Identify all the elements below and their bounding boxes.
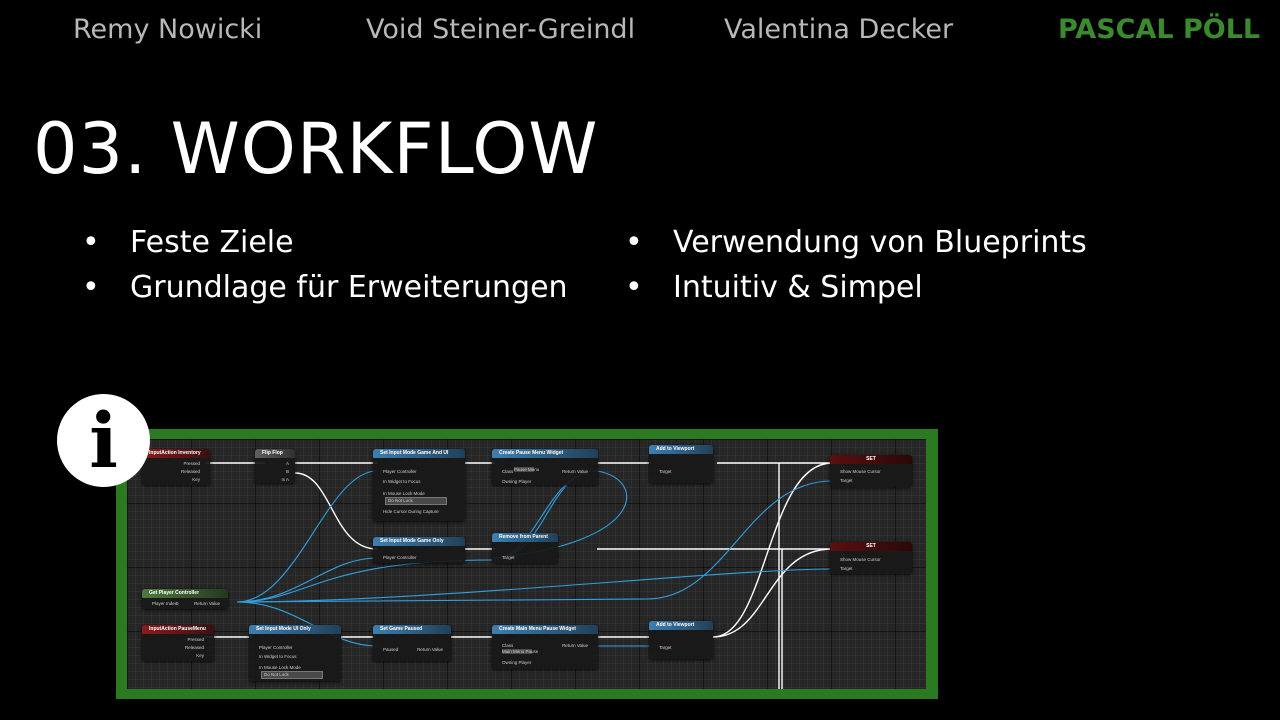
pin-a[interactable]: A [285,461,289,466]
pin-released[interactable]: Released [180,469,200,474]
player-index-value[interactable]: 0 [176,601,179,606]
bullet-item: Intuitiv & Simpel [625,265,1087,310]
node-title: Set Input Mode Game Only [373,537,465,546]
node-create-main-menu-pause-widget[interactable]: Create Main Menu Pause Widget Class Main… [492,625,598,669]
pin-pressed[interactable]: Pressed [183,461,200,466]
node-title: InputAction Inventory [142,449,210,458]
pin-player-index[interactable]: Player Index [152,601,178,606]
node-remove-from-parent[interactable]: Remove from Parent Target [492,533,558,563]
pin-class[interactable]: Class [502,469,514,474]
class-dropdown[interactable]: Main Menu Pause [502,649,539,654]
node-flip-flop[interactable]: Flip Flop A B Is A [255,449,295,483]
pin-key[interactable]: Key [196,653,204,658]
node-add-to-viewport-2[interactable]: Add to Viewport Target [649,621,713,659]
pin-pressed[interactable]: Pressed [187,637,204,642]
pin-show-mouse-cursor[interactable]: Show Mouse Cursor [840,469,881,474]
node-title: SET [830,542,912,551]
node-set-input-mode-ui-only[interactable]: Set Input Mode UI Only Player Controller… [249,625,341,681]
node-title: Flip Flop [255,449,295,458]
pin-released[interactable]: Released [184,645,204,650]
pin-is-a[interactable]: Is A [281,477,289,482]
node-title: Get Player Controller [142,589,228,598]
pin-key[interactable]: Key [192,477,200,482]
node-title: Create Main Menu Pause Widget [492,625,598,634]
nav-void-steiner-greindl[interactable]: Void Steiner-Greindl [366,14,636,45]
pin-show-mouse-cursor[interactable]: Show Mouse Cursor [840,557,881,562]
pin-return-value[interactable]: Return Value [194,601,220,606]
node-title: SET [830,455,912,464]
node-title: InputAction PauseMenu [142,625,214,634]
class-dropdown[interactable]: Pause Menu [514,467,540,472]
pin-target[interactable]: Target [659,645,672,650]
pin-return-value[interactable]: Return Value [417,647,443,652]
pin-target[interactable]: Target [840,566,853,571]
bullet-item: Verwendung von Blueprints [625,220,1087,265]
pin-in-mouse-lock-mode[interactable]: In Mouse Lock Mode [259,665,301,670]
pin-return-value[interactable]: Return Value [562,469,588,474]
pin-target[interactable]: Target [840,478,853,483]
node-create-pause-menu-widget[interactable]: Create Pause Menu Widget Class Pause Men… [492,449,598,485]
node-inputaction-inventory[interactable]: InputAction Inventory Pressed Released K… [142,449,210,485]
pin-return-value[interactable]: Return Value [562,643,588,648]
node-set-input-mode-game-and-ui[interactable]: Set Input Mode Game And UI Player Contro… [373,449,465,521]
info-glyph: i [89,396,118,485]
node-set-input-mode-game-only[interactable]: Set Input Mode Game Only Player Controll… [373,537,465,563]
node-title: Set Input Mode UI Only [249,625,341,634]
node-set-game-paused[interactable]: Set Game Paused Paused Return Value [373,625,451,661]
node-get-player-controller[interactable]: Get Player Controller Player Index 0 Ret… [142,589,228,609]
node-title: Remove from Parent [492,533,558,542]
bullet-item: Feste Ziele [82,220,568,265]
pin-target[interactable]: Target [659,469,672,474]
nav-valentina-decker[interactable]: Valentina Decker [724,14,954,45]
blueprint-screenshot-frame: InputAction Inventory Pressed Released K… [116,429,938,699]
node-title: Add to Viewport [649,621,713,630]
pin-hide-cursor[interactable]: Hide Cursor During Capture [383,509,439,514]
node-set-1[interactable]: SET Show Mouse Cursor Target [830,455,912,487]
node-inputaction-pausemenu[interactable]: InputAction PauseMenu Pressed Released K… [142,625,214,661]
blueprint-canvas: InputAction Inventory Pressed Released K… [127,439,926,689]
pin-target[interactable]: Target [502,555,515,560]
info-icon[interactable]: i [57,394,150,487]
pin-class[interactable]: Class [502,643,514,648]
pin-in-widget-to-focus[interactable]: In Widget to Focus [383,479,421,484]
pin-owning-player[interactable]: Owning Player [502,479,532,484]
lock-mode-dropdown[interactable]: Do Not Lock [385,497,447,505]
lock-mode-dropdown[interactable]: Do Not Lock [261,671,323,679]
node-title: Create Pause Menu Widget [492,449,598,458]
bullet-list-left: Feste Ziele Grundlage für Erweiterungen [82,220,568,310]
bullet-item: Grundlage für Erweiterungen [82,265,568,310]
pin-owning-player[interactable]: Owning Player [502,660,532,665]
pin-player-controller[interactable]: Player Controller [383,469,417,474]
pin-paused[interactable]: Paused [383,647,399,652]
node-add-to-viewport-1[interactable]: Add to Viewport Target [649,445,713,483]
node-title: Set Input Mode Game And UI [373,449,465,458]
pin-in-widget-to-focus[interactable]: In Widget to Focus [259,654,297,659]
node-set-2[interactable]: SET Show Mouse Cursor Target [830,542,912,574]
slide-title: 03. WORKFLOW [33,108,599,190]
bullet-list-right: Verwendung von Blueprints Intuitiv & Sim… [625,220,1087,310]
pin-player-controller[interactable]: Player Controller [259,645,293,650]
pin-b[interactable]: B [285,469,289,474]
pin-in-mouse-lock-mode[interactable]: In Mouse Lock Mode [383,491,425,496]
node-title: Set Game Paused [373,625,451,634]
nav-pascal-poell[interactable]: PASCAL PÖLL [1058,14,1261,45]
pin-player-controller[interactable]: Player Controller [383,555,417,560]
nav-remy-nowicki[interactable]: Remy Nowicki [73,14,263,45]
node-title: Add to Viewport [649,445,713,454]
